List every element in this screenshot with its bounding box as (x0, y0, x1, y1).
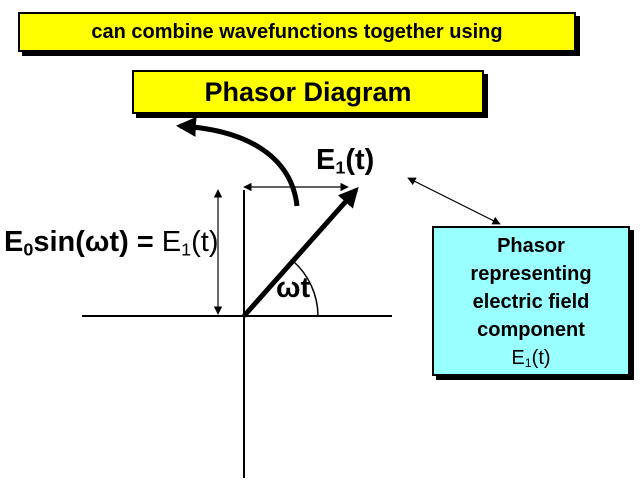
eq-e: E (4, 226, 24, 258)
phasor-label-letter: E (316, 144, 336, 176)
phasor-description-box: Phasor representing electric field compo… (432, 226, 630, 376)
equation-label: E0sin(ωt) = E1(t) (4, 226, 219, 259)
phasor-vector (242, 187, 359, 318)
page-title: Phasor Diagram (132, 70, 484, 114)
eq-t-close: t) = (109, 226, 154, 258)
phasor-label-subscript: 1 (335, 157, 346, 178)
eq-rhs-e: E (161, 226, 182, 258)
eq-rhs-arg: (t) (191, 226, 219, 258)
eq-omega: ω (84, 226, 110, 258)
phasor-desc-e: E (511, 347, 525, 369)
phasor-desc-arg: (t) (531, 347, 551, 369)
eq-rhs-subscript: 1 (181, 239, 192, 260)
phasor-desc-line-5: E1(t) (434, 344, 628, 372)
angle-arc (292, 260, 319, 317)
phasor-desc-line-3: electric field (472, 291, 590, 313)
phasor-label-arg: (t) (345, 144, 375, 176)
phasor-label: E1(t) (316, 144, 374, 177)
title-text: Phasor Diagram (204, 77, 412, 107)
angle-label: ωt (276, 272, 310, 305)
eq-sin: sin( (33, 226, 85, 258)
rotation-arrow (176, 116, 300, 207)
angle-omega: ω (276, 272, 301, 304)
phasor-desc-line-2: representing (470, 263, 592, 285)
phasor-desc-line-4: component (477, 319, 585, 341)
pointer-arrow (407, 177, 501, 225)
top-banner: can combine wavefunctions together using (18, 12, 576, 52)
angle-t: t (300, 272, 311, 304)
top-banner-text: can combine wavefunctions together using (91, 21, 503, 43)
eq-e-subscript: 0 (23, 239, 34, 260)
phasor-desc-subscript: 1 (524, 356, 532, 371)
phasor-desc-line-1: Phasor (497, 235, 565, 257)
